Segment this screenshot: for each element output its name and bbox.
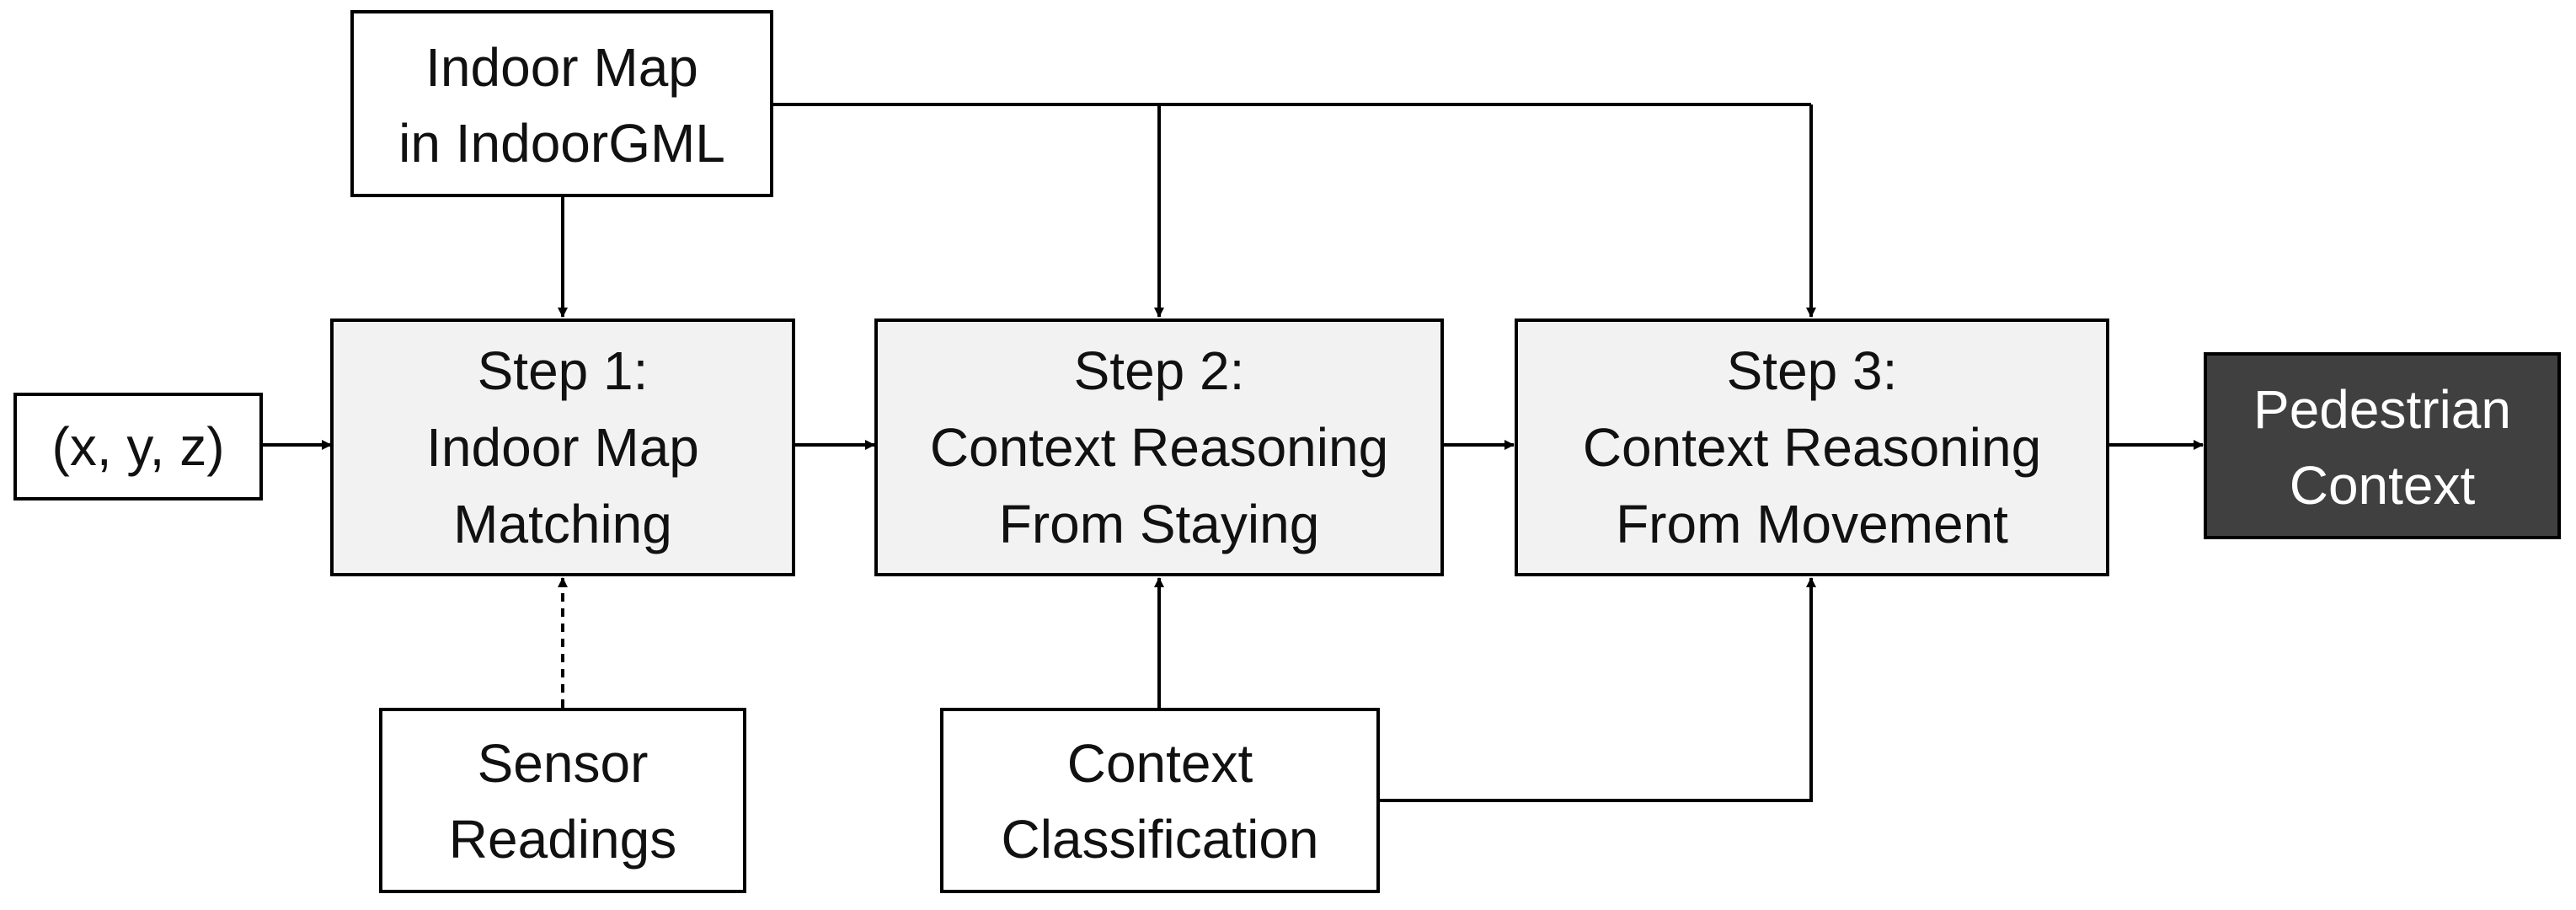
node-step1: Step 1: Indoor Map Matching	[330, 318, 795, 576]
node-sensor-readings-line1: Sensor	[478, 733, 649, 794]
node-step1-line2: Indoor Map	[426, 417, 699, 478]
node-step2-line1: Step 2:	[1074, 340, 1245, 401]
node-sensor-readings-line2: Readings	[449, 809, 676, 870]
node-indoor-map: Indoor Map in IndoorGML	[350, 10, 773, 197]
node-coordinates-label: (x, y, z)	[52, 416, 225, 477]
node-indoor-map-line1: Indoor Map	[425, 37, 698, 98]
node-pedestrian-context-line2: Context	[2290, 455, 2476, 516]
node-step1-line1: Step 1:	[478, 340, 649, 401]
node-sensor-readings: Sensor Readings	[379, 708, 746, 893]
node-context-classification: Context Classification	[940, 708, 1380, 893]
node-step1-line3: Matching	[453, 494, 672, 554]
node-context-classification-line2: Classification	[1001, 809, 1318, 870]
node-step3: Step 3: Context Reasoning From Movement	[1515, 318, 2109, 576]
edge-classification-to-step3	[1378, 577, 1816, 802]
node-pedestrian-context: Pedestrian Context	[2204, 352, 2561, 539]
node-pedestrian-context-line1: Pedestrian	[2253, 379, 2511, 440]
node-step3-line3: From Movement	[1616, 494, 2008, 554]
node-step2-line2: Context Reasoning	[930, 417, 1388, 478]
node-coordinates: (x, y, z)	[13, 393, 263, 500]
node-step2-line3: From Staying	[999, 494, 1320, 554]
node-step3-line1: Step 3:	[1727, 340, 1898, 401]
node-step3-line2: Context Reasoning	[1583, 417, 2041, 478]
node-step2: Step 2: Context Reasoning From Staying	[874, 318, 1444, 576]
node-context-classification-line1: Context	[1067, 733, 1253, 794]
node-indoor-map-line2: in IndoorGML	[398, 113, 725, 174]
